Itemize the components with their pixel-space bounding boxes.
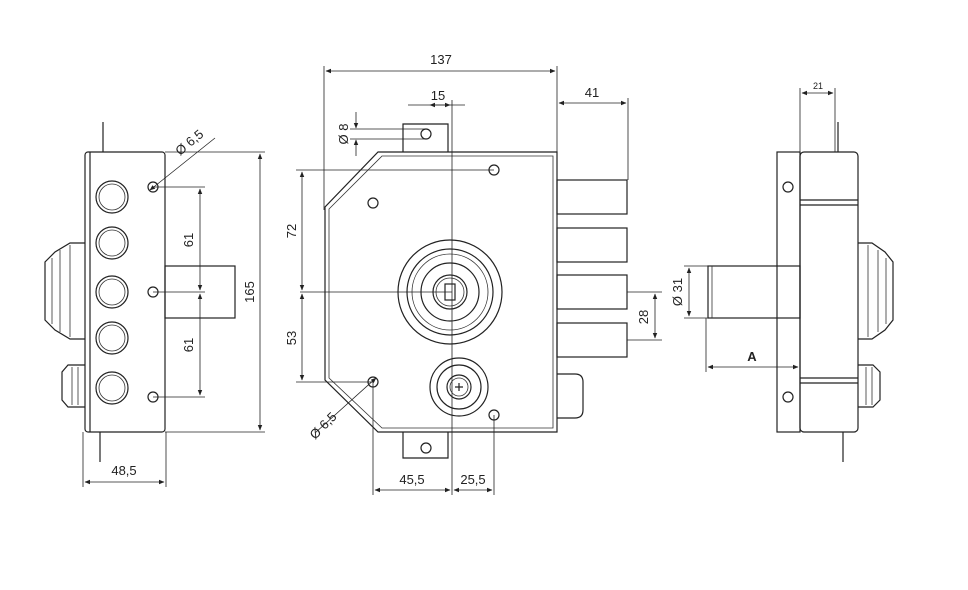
dim-pin-dia: Ø 8 — [336, 124, 351, 145]
dim-bolt-dia: Ø 31 — [670, 278, 685, 306]
dim-61-bottom: 61 — [181, 338, 196, 352]
dim-21: 21 — [813, 81, 823, 91]
left-view: 61 61 Ø 6,5 165 48,5 — [44, 122, 265, 487]
dim-137: 137 — [430, 52, 452, 67]
dim-hole-dia-bottom: Ø 6,5 — [307, 409, 340, 442]
dim-61-top: 61 — [181, 233, 196, 247]
right-view: 21 Ø 31 A — [670, 81, 894, 462]
dim-15: 15 — [431, 88, 445, 103]
center-view: 137 41 15 Ø 8 72 53 Ø 6,5 45,5 25,5 — [284, 52, 662, 495]
dim-41: 41 — [585, 85, 599, 100]
dim-48-5: 48,5 — [111, 463, 136, 478]
dim-a: A — [747, 349, 757, 364]
dim-hole-dia-top: Ø 6,5 — [172, 126, 206, 158]
dim-165: 165 — [242, 281, 257, 303]
dim-53: 53 — [284, 331, 299, 345]
dim-72: 72 — [284, 224, 299, 238]
dim-28: 28 — [636, 310, 651, 324]
dim-45-5: 45,5 — [399, 472, 424, 487]
dim-25-5: 25,5 — [460, 472, 485, 487]
